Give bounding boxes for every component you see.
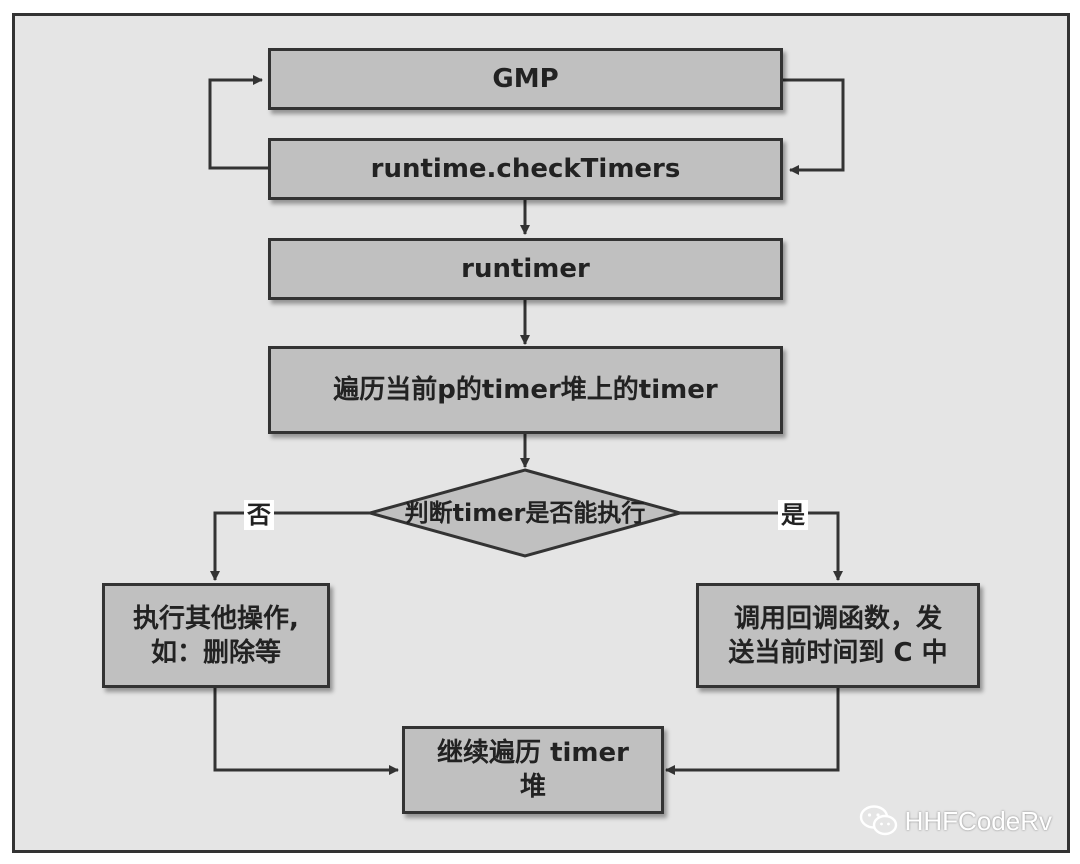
node-callback: 调用回调函数，发 送当前时间到 C 中 [696,583,980,688]
arrow-decision-yes [680,511,843,581]
arrow-other-to-continue [213,688,399,775]
decision-diamond [364,468,686,558]
arrow-decision-no [210,511,370,581]
arrow-loop-to-gmp [208,75,268,170]
watermark: HHFCodeRv [859,804,1052,838]
arrow-callback-to-continue [665,688,840,775]
node-other-ops: 执行其他操作, 如：删除等 [102,583,330,688]
node-check-timers: runtime.checkTimers [268,138,783,200]
wechat-icon [859,805,897,836]
node-traverse: 遍历当前p的timer堆上的timer [268,346,783,434]
decision-label: 判断timer是否能执行 [404,499,646,527]
arrow-gmp-to-checktimers [783,78,845,175]
node-runtimer: runtimer [268,238,783,300]
edge-label-yes: 是 [778,500,808,530]
node-gmp: GMP [268,48,783,110]
edge-label-no: 否 [244,500,274,530]
node-continue: 继续遍历 timer 堆 [402,726,664,814]
watermark-text: HHFCodeRv [904,805,1052,836]
